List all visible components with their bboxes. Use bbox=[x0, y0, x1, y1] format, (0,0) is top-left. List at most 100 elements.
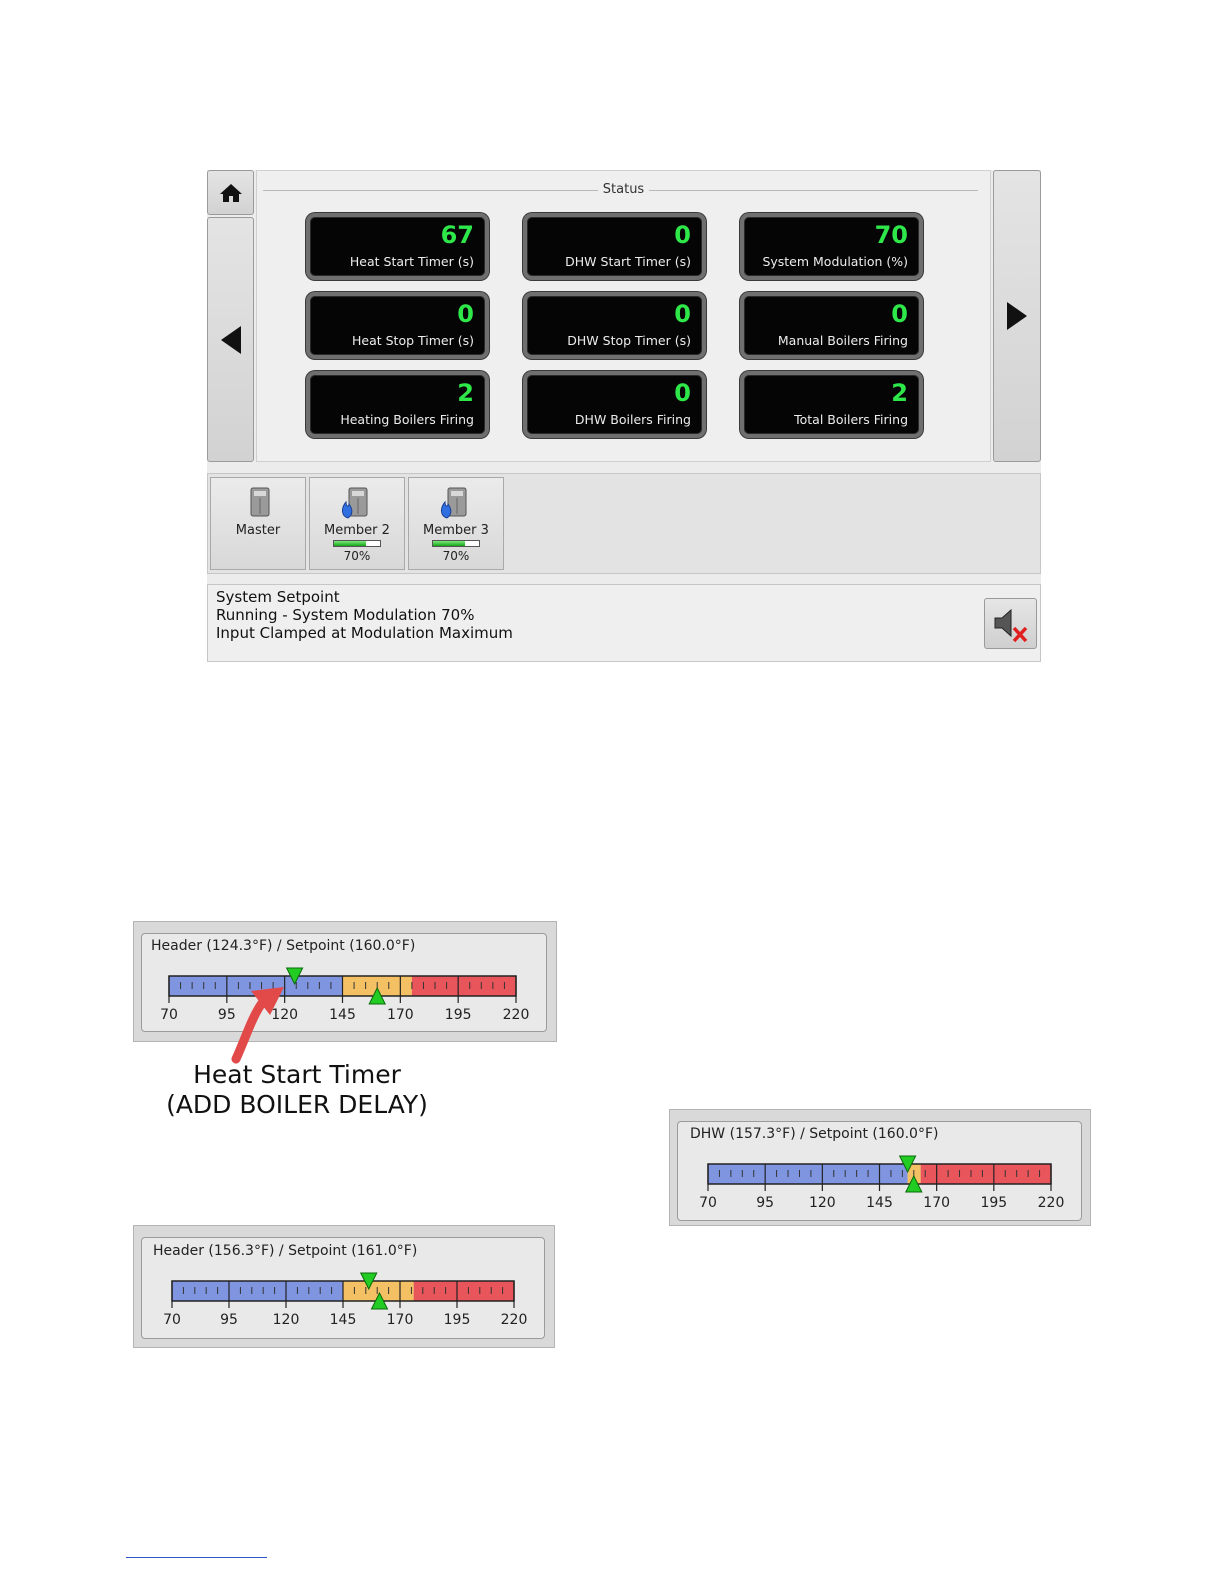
tile-value: 0 bbox=[674, 300, 691, 328]
tile-heat-stop-timer: 0 Heat Stop Timer (s) bbox=[306, 292, 489, 359]
gauge-current-marker bbox=[898, 1155, 917, 1174]
tile-label: DHW Start Timer (s) bbox=[565, 254, 691, 269]
gauge-tick-label: 120 bbox=[273, 1312, 300, 1328]
mute-alarm-button[interactable] bbox=[984, 598, 1037, 649]
modulation-progress bbox=[432, 540, 480, 547]
tile-system-modulation: 70 System Modulation (%) bbox=[740, 213, 923, 280]
next-page-button[interactable] bbox=[993, 170, 1041, 462]
status-message-line: Running - System Modulation 70% bbox=[216, 606, 475, 624]
gauge-setpoint-marker bbox=[368, 986, 387, 1005]
gauge-setpoint-marker bbox=[370, 1291, 389, 1310]
gauge-setpoint-marker bbox=[904, 1174, 923, 1193]
footer-rule bbox=[126, 1557, 267, 1558]
gauge-tick-label: 170 bbox=[923, 1195, 950, 1211]
arrow-right-icon bbox=[1007, 302, 1027, 330]
tile-value: 0 bbox=[674, 221, 691, 249]
boiler-button-master[interactable]: Master bbox=[210, 477, 306, 570]
boiler-bar: Master Member 2 70% Member 3 70% bbox=[207, 473, 1041, 574]
gauge-band-red bbox=[413, 1281, 514, 1301]
tile-heating-boilers-firing: 2 Heating Boilers Firing bbox=[306, 371, 489, 438]
boiler-icon bbox=[342, 487, 368, 519]
gauge-band-red bbox=[920, 1164, 1051, 1184]
tile-heat-start-timer: 67 Heat Start Timer (s) bbox=[306, 213, 489, 280]
gauge-tick-label: 195 bbox=[444, 1312, 471, 1328]
boiler-name: Master bbox=[235, 523, 281, 538]
gauge-scale: 70 95 120 145 170 195 220 bbox=[163, 1272, 528, 1328]
modulation-percent: 70% bbox=[343, 549, 371, 563]
boiler-button-member-2[interactable]: Member 2 70% bbox=[309, 477, 405, 570]
tile-dhw-stop-timer: 0 DHW Stop Timer (s) bbox=[523, 292, 706, 359]
tile-label: Heat Start Timer (s) bbox=[349, 254, 474, 269]
status-panel: Status 67 Heat Start Timer (s) 0 DHW Sta… bbox=[256, 170, 991, 462]
status-title: Status bbox=[257, 182, 990, 197]
tile-value: 0 bbox=[457, 300, 474, 328]
modulation-progress bbox=[333, 540, 381, 547]
gauge-tick-label: 145 bbox=[866, 1195, 893, 1211]
tile-label: Total Boilers Firing bbox=[794, 412, 908, 427]
callout-line: Heat Start Timer bbox=[193, 1060, 401, 1089]
gauge-tick-label: 195 bbox=[445, 1007, 472, 1023]
callout-arrow bbox=[231, 987, 284, 1064]
gauge-tick-label: 95 bbox=[220, 1312, 238, 1328]
tile-label: System Modulation (%) bbox=[762, 254, 908, 269]
boiler-name: Member 3 bbox=[423, 523, 489, 538]
gauge-tick-label: 195 bbox=[980, 1195, 1007, 1211]
tile-value: 2 bbox=[457, 379, 474, 407]
status-screen: Status 67 Heat Start Timer (s) 0 DHW Sta… bbox=[207, 170, 1041, 662]
tile-label: DHW Stop Timer (s) bbox=[567, 333, 691, 348]
gauge-tick-label: 145 bbox=[329, 1007, 356, 1023]
modulation-fill bbox=[334, 541, 367, 546]
tile-total-boilers-firing: 2 Total Boilers Firing bbox=[740, 371, 923, 438]
modulation-fill bbox=[433, 541, 466, 546]
header-temperature-gauge: Header (124.3°F) / Setpoint (160.0°F) 70… bbox=[133, 921, 557, 1042]
modulation-percent: 70% bbox=[442, 549, 470, 563]
callout-annotation: Heat Start Timer (ADD BOILER DELAY) bbox=[140, 1060, 454, 1120]
boiler-icon bbox=[250, 487, 270, 517]
tile-label: DHW Boilers Firing bbox=[574, 412, 691, 427]
gauge-tick-label: 170 bbox=[387, 1312, 414, 1328]
gauge-band-blue bbox=[172, 1281, 343, 1301]
speaker-muted-icon bbox=[994, 608, 1028, 643]
gauge-current-marker bbox=[359, 1272, 378, 1291]
gauge-title: Header (156.3°F) / Setpoint (161.0°F) bbox=[153, 1243, 418, 1259]
gauge-band-blue bbox=[169, 976, 343, 996]
header-temperature-gauge-2: Header (156.3°F) / Setpoint (161.0°F) 70… bbox=[133, 1225, 555, 1348]
arrow-left-icon bbox=[220, 325, 241, 354]
gauge-tick-label: 145 bbox=[330, 1312, 357, 1328]
tile-label: Heat Stop Timer (s) bbox=[352, 333, 474, 348]
status-message-line: System Setpoint bbox=[216, 588, 340, 606]
gauge-tick-label: 120 bbox=[271, 1007, 298, 1023]
tile-value: 67 bbox=[440, 221, 474, 249]
status-message-line: Input Clamped at Modulation Maximum bbox=[216, 624, 513, 642]
tile-manual-boilers-firing: 0 Manual Boilers Firing bbox=[740, 292, 923, 359]
flame-icon bbox=[441, 500, 452, 519]
gauge-tick-label: 70 bbox=[160, 1007, 178, 1023]
home-button[interactable] bbox=[207, 170, 254, 215]
tile-value: 2 bbox=[891, 379, 908, 407]
gauge-scale: 70 95 120 145 170 195 220 bbox=[699, 1155, 1065, 1211]
gauge-tick-label: 220 bbox=[1038, 1195, 1065, 1211]
status-message-box: System Setpoint Running - System Modulat… bbox=[207, 584, 1041, 662]
previous-page-button[interactable] bbox=[207, 217, 254, 462]
tile-label: Heating Boilers Firing bbox=[340, 412, 474, 427]
flame-icon bbox=[342, 500, 353, 519]
tile-dhw-boilers-firing: 0 DHW Boilers Firing bbox=[523, 371, 706, 438]
tile-dhw-start-timer: 0 DHW Start Timer (s) bbox=[523, 213, 706, 280]
gauge-current-marker bbox=[285, 967, 304, 986]
boiler-button-member-3[interactable]: Member 3 70% bbox=[408, 477, 504, 570]
gauge-tick-label: 70 bbox=[163, 1312, 181, 1328]
gauge-tick-label: 220 bbox=[501, 1312, 528, 1328]
boiler-icon bbox=[441, 487, 467, 519]
gauge-tick-label: 120 bbox=[809, 1195, 836, 1211]
gauge-tick-label: 95 bbox=[218, 1007, 236, 1023]
gauge-title: DHW (157.3°F) / Setpoint (160.0°F) bbox=[690, 1126, 939, 1142]
gauge-tick-label: 95 bbox=[756, 1195, 774, 1211]
tile-label: Manual Boilers Firing bbox=[777, 333, 908, 348]
gauge-band-yellow bbox=[343, 1281, 414, 1301]
boiler-name: Member 2 bbox=[324, 523, 390, 538]
gauge-title: Header (124.3°F) / Setpoint (160.0°F) bbox=[151, 938, 416, 954]
gauge-tick-label: 70 bbox=[699, 1195, 717, 1211]
home-icon bbox=[219, 183, 242, 202]
dhw-temperature-gauge: DHW (157.3°F) / Setpoint (160.0°F) 70 95 1… bbox=[669, 1109, 1091, 1226]
